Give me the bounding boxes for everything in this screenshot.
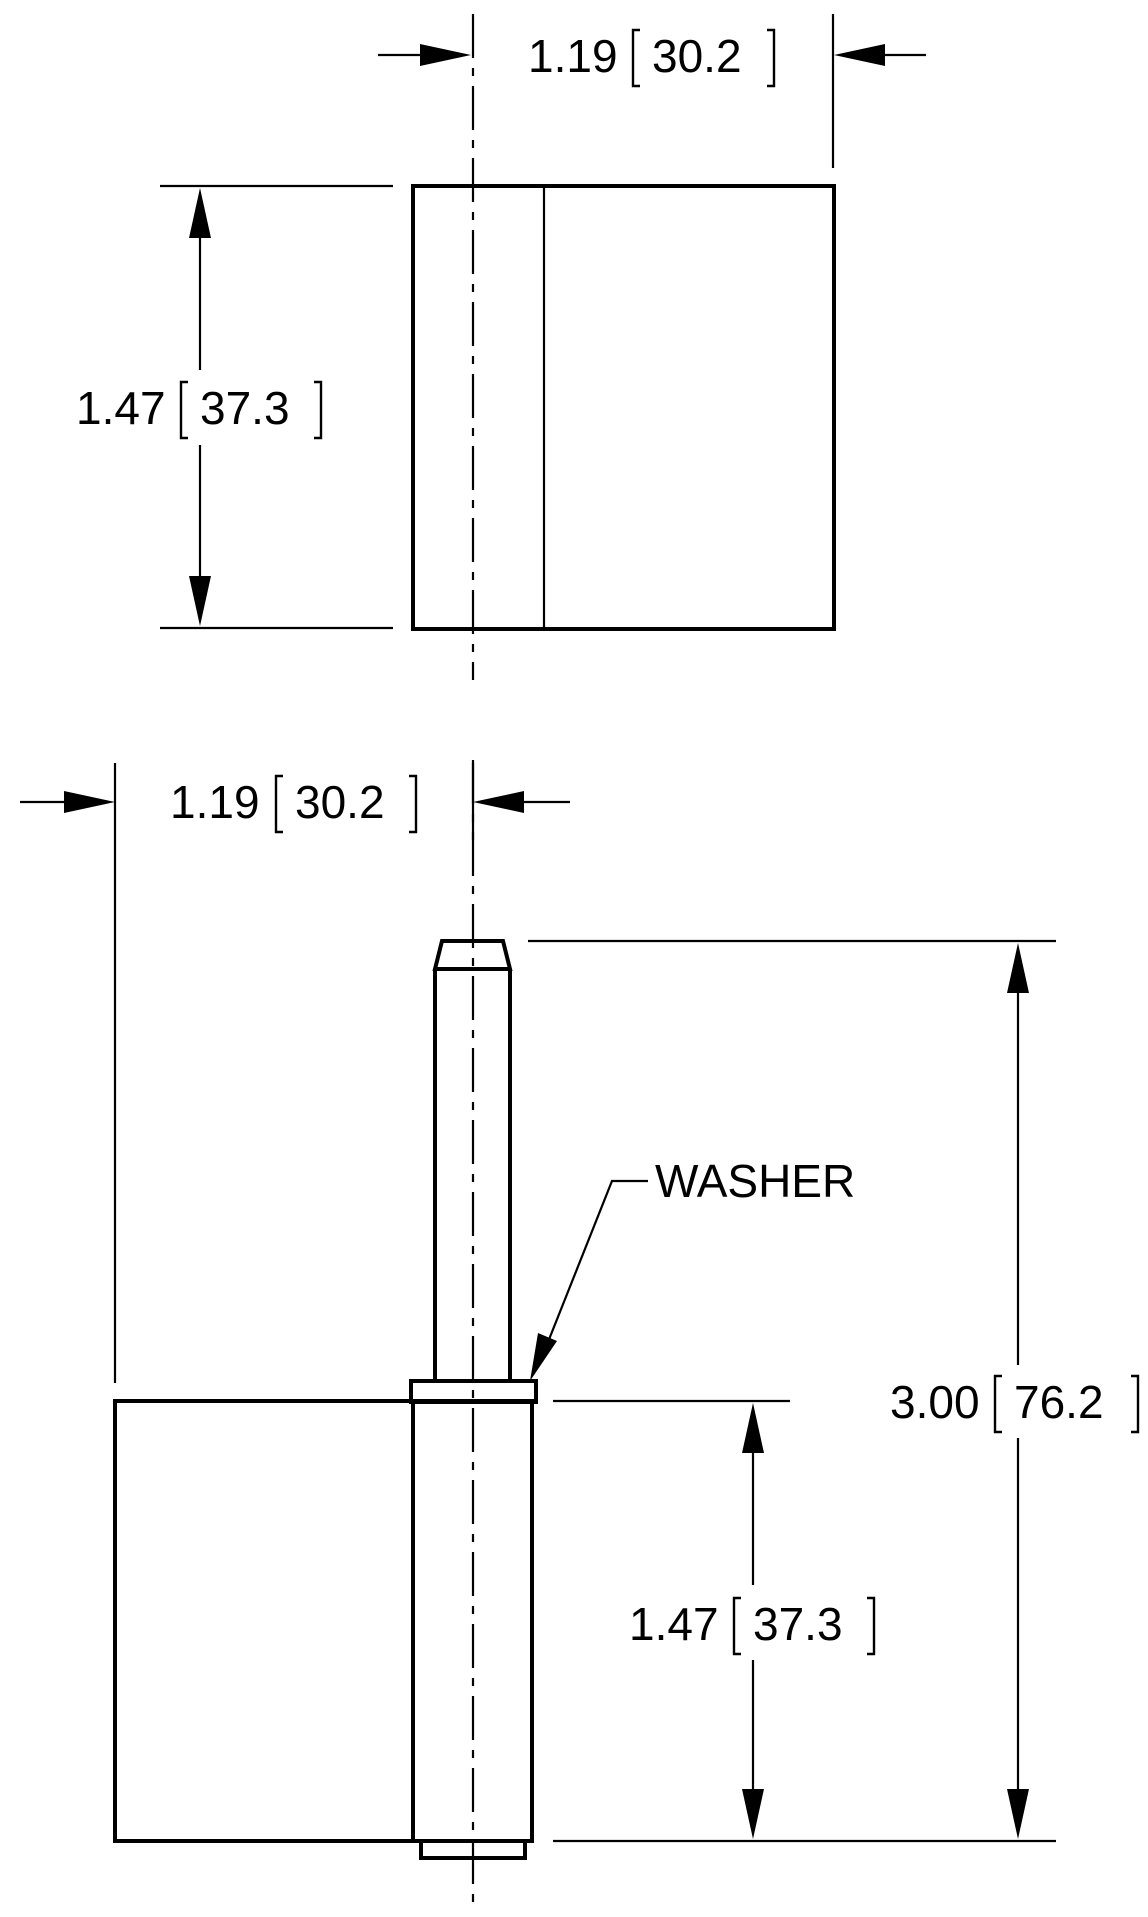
top-view-leaf-outline — [411, 184, 836, 631]
dimension-bracket-close — [409, 774, 418, 834]
dimension-mm-value: 30.2 — [652, 30, 742, 82]
dimension-mm-value: 37.3 — [200, 382, 290, 434]
dimension-inch-value: 1.47 — [76, 382, 166, 434]
dimension-mm-value: 30.2 — [295, 776, 385, 828]
washer-callout: WASHER — [530, 1155, 855, 1381]
front-view-width-dimension: 1.19 30.2 — [20, 763, 570, 1383]
arrowhead — [742, 1403, 764, 1453]
top-view-width-dimension: 1.19 30.2 — [378, 14, 926, 168]
arrowhead — [473, 791, 524, 813]
dimension-bracket-open — [732, 1596, 741, 1656]
front-view-washer — [409, 1379, 538, 1404]
dimension-bracket-open — [274, 774, 283, 834]
dimension-bracket-open — [179, 380, 188, 440]
dimension-bracket-close — [767, 28, 776, 88]
arrowhead — [742, 1789, 764, 1839]
dimension-bracket-open — [631, 28, 640, 88]
arrowhead — [834, 44, 885, 66]
front-view-pin-tip — [432, 939, 513, 971]
arrowhead — [1007, 943, 1029, 993]
front-view-leaf-outline — [113, 1399, 415, 1843]
leader-line — [546, 1179, 648, 1343]
front-view-overall-height-dimension: 3.00 76.2 — [528, 939, 1140, 1839]
top-view-height-dimension: 1.47 37.3 — [76, 184, 393, 630]
front-view-leaf-height-dimension: 1.47 37.3 — [553, 1399, 1056, 1843]
dimension-mm-value: 37.3 — [753, 1598, 843, 1650]
arrowhead — [189, 576, 211, 626]
dimension-bracket-close — [867, 1596, 876, 1656]
arrowhead — [420, 44, 471, 66]
dimension-bracket-close — [314, 380, 323, 440]
dimension-bracket-open — [993, 1374, 1002, 1434]
front-view: 1.19 30.2 1.47 37.3 3.00 7 — [20, 760, 1140, 1908]
dimension-inch-value: 3.00 — [890, 1376, 980, 1428]
dimension-bracket-close — [1131, 1374, 1140, 1434]
dimension-mm-value: 76.2 — [1014, 1376, 1104, 1428]
arrowhead — [1007, 1789, 1029, 1839]
arrowhead — [64, 791, 115, 813]
dimension-inch-value: 1.19 — [170, 776, 260, 828]
arrowhead — [530, 1333, 557, 1381]
arrowhead — [189, 188, 211, 238]
top-view: 1.19 30.2 1.47 37.3 — [76, 14, 926, 680]
washer-label: WASHER — [655, 1155, 855, 1207]
dimension-inch-value: 1.47 — [629, 1598, 719, 1650]
dimension-inch-value: 1.19 — [528, 30, 618, 82]
